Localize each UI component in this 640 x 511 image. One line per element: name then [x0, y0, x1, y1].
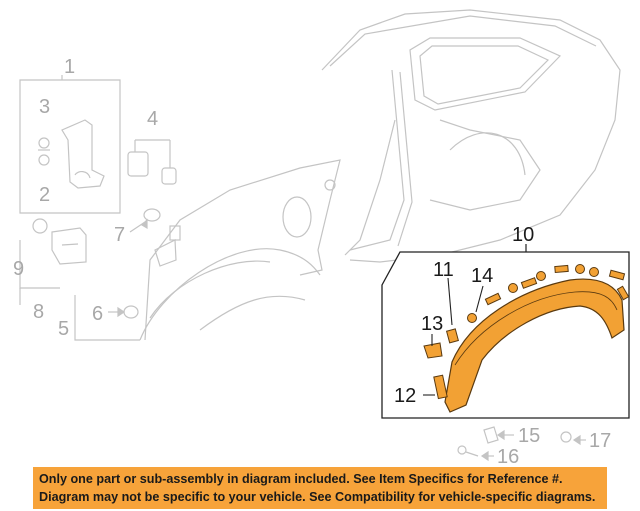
disclaimer-line-1: Only one part or sub-assembly in diagram… [39, 472, 563, 486]
callout-9: 9 [13, 258, 24, 280]
part-15-16-17-group [457, 426, 586, 462]
part-4-group [127, 139, 177, 185]
disclaimer-line-2: Diagram may not be specific to your vehi… [39, 490, 596, 504]
callout-labels: 1 3 2 4 7 9 8 6 5 10 11 14 13 12 15 16 1… [13, 56, 611, 468]
flare-clips [467, 264, 630, 323]
callout-12: 12 [394, 385, 416, 407]
callout-1: 1 [64, 56, 75, 78]
part-8-9-group [19, 218, 87, 305]
fender-flare [444, 278, 625, 413]
disclaimer-banner-bg [33, 467, 607, 509]
part-1-group [19, 75, 121, 214]
callout-17: 17 [589, 430, 611, 452]
callout-3: 3 [39, 96, 50, 118]
vehicle-body-outline [321, 9, 621, 263]
callout-11: 11 [433, 259, 454, 281]
callout-5: 5 [58, 318, 69, 340]
disclaimer-banner: Only one part or sub-assembly in diagram… [33, 467, 607, 509]
callout-4: 4 [147, 108, 158, 130]
callout-6: 6 [92, 303, 103, 325]
callout-7: 7 [114, 224, 125, 246]
part-12-pad [433, 374, 448, 400]
part-11-block [445, 328, 459, 344]
callout-8: 8 [33, 301, 44, 323]
callout-16: 16 [497, 446, 519, 468]
fender-flare-assembly-box [381, 244, 630, 419]
callout-15: 15 [518, 425, 540, 447]
part-13-clip [423, 342, 443, 359]
part-5-6-group [74, 295, 140, 341]
callout-10: 10 [512, 224, 534, 246]
quarter-panel [139, 159, 341, 341]
callout-13: 13 [421, 313, 443, 335]
callout-14: 14 [471, 265, 493, 287]
callout-2: 2 [39, 184, 50, 206]
part-7-clip [129, 208, 161, 233]
